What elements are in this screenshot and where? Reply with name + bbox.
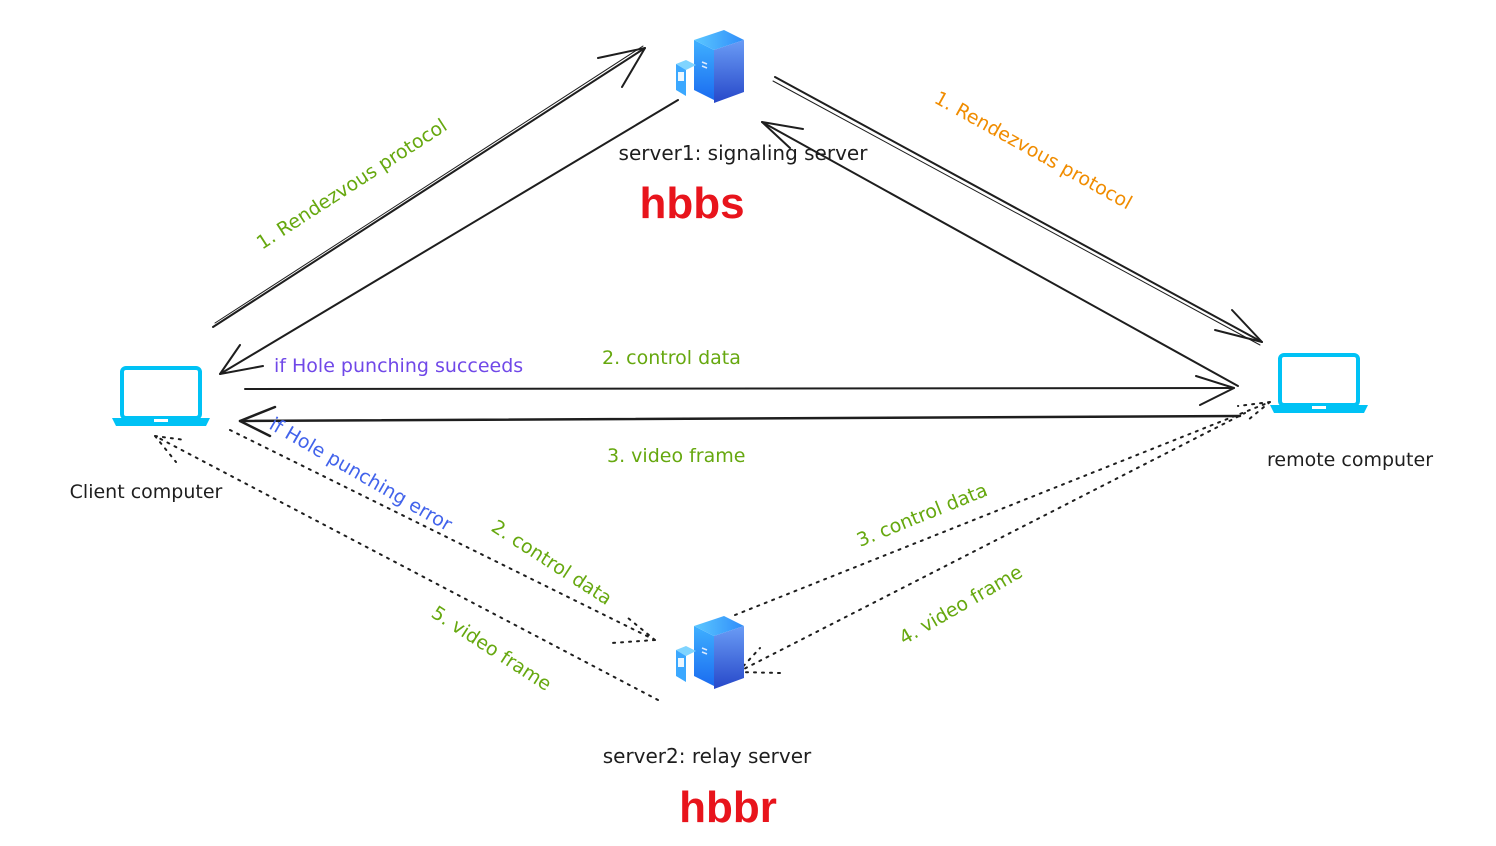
hbbs-to-client-arrow — [219, 99, 679, 375]
hole-punch-success-label: if Hole punching succeeds — [274, 355, 523, 377]
remote-laptop-icon — [1270, 353, 1368, 413]
client-rendezvous-label: 1. Rendezvous protocol — [253, 115, 451, 255]
direct-video-label: 3. video frame — [607, 445, 745, 467]
hbbs-to-remote-arrow — [772, 76, 1263, 346]
signaling-server-name: hbbs — [639, 179, 744, 228]
remote-rendezvous-label: 1. Rendezvous protocol — [931, 87, 1136, 214]
relay-video-in-label: 4. video frame — [896, 561, 1027, 649]
remote-computer-label: remote computer — [1267, 449, 1433, 471]
direct-control-arrow — [244, 375, 1235, 406]
client-to-hbbr-control-arrow — [229, 429, 656, 644]
relay-server-name: hbbr — [679, 783, 777, 832]
relay-server-label: server2: relay server — [603, 744, 812, 768]
direct-control-label: 2. control data — [602, 347, 741, 369]
hole-punch-error-label: if Hole punching error — [266, 413, 456, 536]
relay-control-in-label: 2. control data — [487, 516, 615, 610]
client-to-hbbs-arrow — [212, 45, 646, 328]
remote-to-hbbr-control-arrow — [734, 401, 1271, 616]
client-computer-label: Client computer — [70, 481, 223, 503]
relay-server-icon — [676, 616, 744, 689]
client-laptop-icon — [112, 366, 210, 426]
direct-video-arrow — [238, 405, 1242, 438]
remote-to-hbbs-arrow — [761, 121, 1239, 387]
relay-video-out-label: 5. video frame — [427, 602, 555, 696]
hbbr-to-client-video-arrow — [154, 435, 659, 701]
hbbr-to-remote-video-arrow — [737, 412, 1246, 674]
signaling-server-icon — [676, 30, 744, 103]
signaling-server-label: server1: signaling server — [619, 141, 869, 165]
